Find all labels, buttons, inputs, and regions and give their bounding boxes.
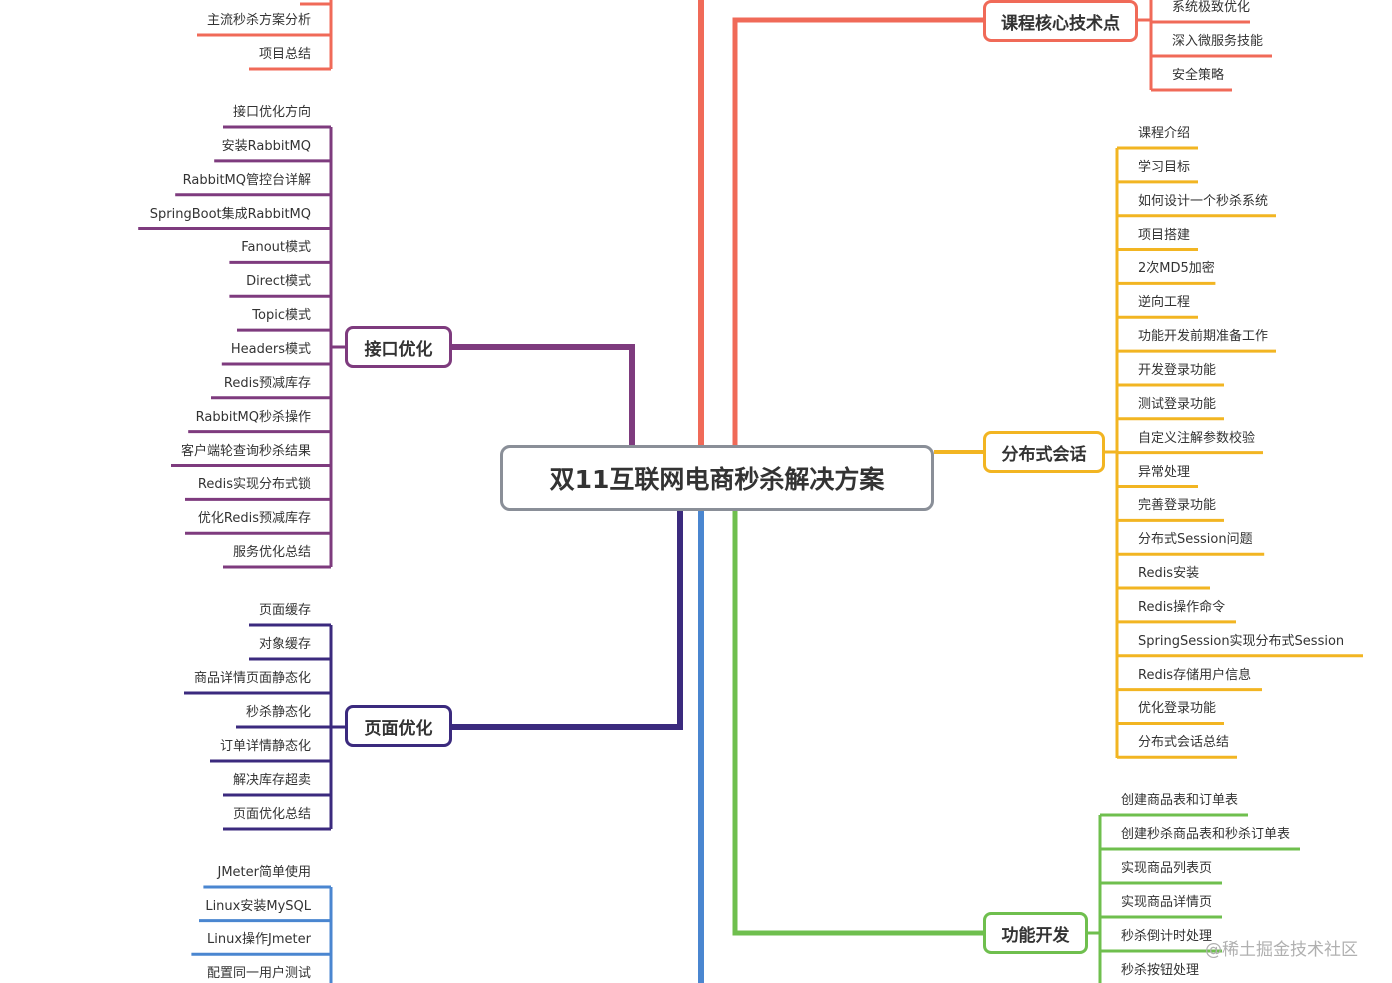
topic-interface[interactable]: Direct模式 — [246, 274, 311, 290]
topic-page[interactable]: 页面缓存 — [258, 603, 311, 618]
topic-interface[interactable]: Topic模式 — [252, 308, 311, 324]
branch-label: 页面优化 — [364, 718, 433, 739]
topic-interface[interactable]: RabbitMQ秒杀操作 — [195, 409, 311, 425]
topic-page[interactable]: 对象缓存 — [258, 637, 311, 652]
watermark: @稀土掘金技术社区 — [1205, 940, 1358, 960]
topic-interface[interactable]: RabbitMQ管控台详解 — [182, 172, 311, 188]
branch-label: 分布式会话 — [1001, 444, 1087, 465]
topic-distributed[interactable]: 课程介绍 — [1138, 126, 1191, 141]
topic-interface[interactable]: 客户端轮查询秒杀结果 — [180, 443, 311, 459]
topic-test[interactable]: 配置同一用户测试 — [206, 965, 311, 981]
topic-distributed[interactable]: 功能开发前期准备工作 — [1138, 329, 1269, 345]
branch-core[interactable]: 课程核心技术点 — [983, 0, 1138, 42]
topic-test[interactable]: JMeter简单使用 — [217, 865, 312, 880]
topic-core[interactable]: 系统极致优化 — [1172, 0, 1251, 15]
topic-core[interactable]: 安全策略 — [1172, 68, 1225, 83]
topic-distributed[interactable]: Redis存储用户信息 — [1138, 667, 1252, 683]
topic-distributed[interactable]: 项目搭建 — [1138, 227, 1191, 243]
topic-distributed[interactable]: 学习目标 — [1138, 159, 1191, 175]
topic-feature[interactable]: 创建商品表和订单表 — [1121, 793, 1239, 808]
topic-core[interactable]: 深入微服务技能 — [1172, 34, 1264, 49]
topic-page[interactable]: 商品详情页面静态化 — [193, 671, 311, 686]
root-label: 双11互联网电商秒杀解决方案 — [549, 465, 885, 494]
topic-interface[interactable]: Redis实现分布式锁 — [197, 477, 311, 493]
branch-label: 课程核心技术点 — [1001, 13, 1120, 34]
topic-distributed[interactable]: 2次MD5加密 — [1138, 261, 1215, 277]
topic-distributed[interactable]: Redis安装 — [1138, 566, 1200, 582]
branch-label: 接口优化 — [364, 339, 433, 360]
topic-distributed[interactable]: Redis操作命令 — [1138, 599, 1226, 615]
branch-feature[interactable]: 功能开发 — [983, 912, 1088, 954]
topic-feature[interactable]: 实现商品列表页 — [1121, 861, 1213, 876]
topic-top_left[interactable]: 项目总结 — [258, 47, 311, 62]
topic-distributed[interactable]: 开发登录功能 — [1138, 362, 1217, 378]
topic-feature[interactable]: 秒杀倒计时处理 — [1121, 929, 1213, 944]
topic-distributed[interactable]: 分布式会话总结 — [1138, 735, 1230, 751]
topic-page[interactable]: 订单详情静态化 — [219, 739, 311, 754]
connector-core — [732, 17, 983, 445]
connector-feature — [732, 511, 983, 936]
topic-distributed[interactable]: 完善登录功能 — [1138, 498, 1217, 514]
topic-interface[interactable]: 接口优化方向 — [232, 105, 311, 120]
root-node[interactable]: 双11互联网电商秒杀解决方案 — [500, 445, 934, 511]
topic-interface[interactable]: 安装RabbitMQ — [221, 138, 311, 154]
topic-top_left[interactable]: 主流秒杀方案分析 — [206, 13, 311, 28]
topic-distributed[interactable]: 分布式Session问题 — [1138, 532, 1253, 548]
branch-label: 功能开发 — [1001, 925, 1070, 946]
topic-interface[interactable]: Headers模式 — [230, 341, 311, 357]
topic-page[interactable]: 解决库存超卖 — [232, 773, 311, 788]
topic-page[interactable]: 页面优化总结 — [232, 807, 311, 822]
topic-distributed[interactable]: 如何设计一个秒杀系统 — [1138, 193, 1269, 209]
topic-interface[interactable]: 服务优化总结 — [232, 545, 311, 561]
topic-page[interactable]: 秒杀静态化 — [245, 705, 311, 720]
topic-distributed[interactable]: 测试登录功能 — [1138, 396, 1217, 412]
topic-feature[interactable]: 创建秒杀商品表和秒杀订单表 — [1121, 827, 1291, 842]
topic-distributed[interactable]: 自定义注解参数校验 — [1138, 430, 1256, 446]
topic-distributed[interactable]: 优化登录功能 — [1138, 701, 1217, 717]
topic-interface[interactable]: 优化Redis预减库存 — [197, 511, 311, 527]
topic-distributed[interactable]: SpringSession实现分布式Session — [1138, 633, 1345, 649]
branch-distributed[interactable]: 分布式会话 — [983, 431, 1105, 473]
branch-interface[interactable]: 接口优化 — [345, 326, 452, 368]
topic-interface[interactable]: Redis预减库存 — [223, 375, 311, 391]
connector-interface — [452, 344, 635, 445]
topic-feature[interactable]: 秒杀按钮处理 — [1121, 963, 1200, 978]
topic-distributed[interactable]: 逆向工程 — [1138, 295, 1191, 311]
connector-page — [452, 511, 683, 730]
branch-page[interactable]: 页面优化 — [345, 705, 452, 747]
topic-interface[interactable]: SpringBoot集成RabbitMQ — [149, 206, 311, 222]
topic-interface[interactable]: Fanout模式 — [241, 240, 311, 256]
topic-feature[interactable]: 实现商品详情页 — [1121, 895, 1213, 910]
topic-test[interactable]: Linux操作Jmeter — [207, 932, 311, 948]
topic-distributed[interactable]: 异常处理 — [1138, 464, 1191, 480]
topic-test[interactable]: Linux安装MySQL — [205, 898, 311, 914]
